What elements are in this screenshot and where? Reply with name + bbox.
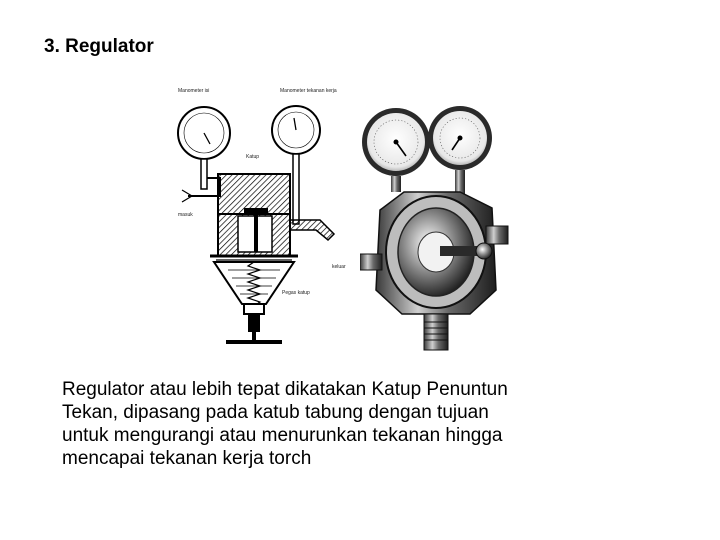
label-content-gauge: Manometer isi (178, 88, 210, 94)
body-paragraph: Regulator atau lebih tepat dikatakan Kat… (62, 378, 662, 470)
label-inlet: masuk (178, 212, 193, 218)
body-line-2: Tekan, dipasang pada katub tabung dengan… (62, 402, 489, 423)
outlet-pipe (289, 219, 336, 242)
label-valve: Katup (246, 154, 260, 160)
regulator-photo (359, 100, 510, 355)
regulator-schematic: Manometer isi Manometer tekanan kerja Ka… (170, 78, 360, 358)
photo-left-gauge (362, 108, 430, 192)
slide-title: 3. Regulator (44, 36, 154, 57)
photo-inlet-connector (423, 313, 449, 351)
body-line-4: mencapai tekanan kerja torch (62, 448, 312, 469)
photo-regulator-body (359, 191, 509, 315)
label-working-gauge: Manometer tekanan kerja (280, 88, 337, 94)
content-pressure-gauge (177, 106, 231, 190)
label-outlet: keluar (332, 264, 346, 270)
body-line-1: Regulator atau lebih tepat dikatakan Kat… (62, 379, 508, 400)
body-line-3: untuk mengurangi atau menurunkan tekanan… (62, 425, 503, 446)
spring-housing (212, 261, 296, 307)
regulator-body (210, 173, 298, 261)
adjusting-screw (226, 303, 282, 344)
photo-right-gauge (428, 106, 492, 196)
label-spring: Pegas katup (282, 290, 310, 296)
